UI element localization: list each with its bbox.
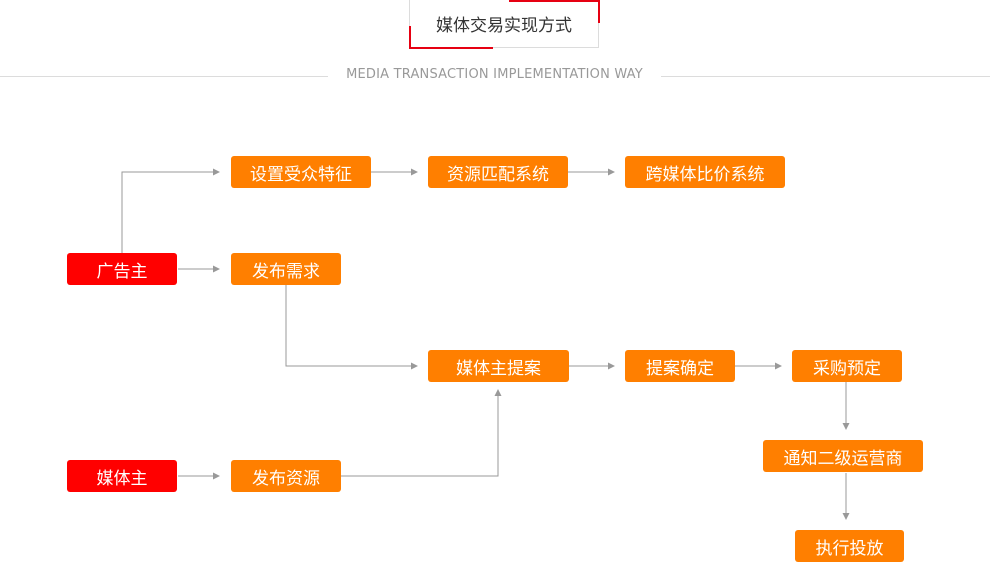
node-set-audience: 设置受众特征 <box>231 156 371 188</box>
page-title: 媒体交易实现方式 <box>409 0 599 48</box>
node-set-audience-label: 设置受众特征 <box>250 164 352 185</box>
node-advertiser-label: 广告主 <box>96 261 148 282</box>
node-media-owner-label: 媒体主 <box>96 468 148 489</box>
node-proposal-confirm: 提案确定 <box>625 350 735 382</box>
node-cross-media-pricing: 跨媒体比价系统 <box>625 156 785 188</box>
node-execute-delivery: 执行投放 <box>795 530 904 562</box>
connector-publish-demand-to-proposal <box>285 285 418 370</box>
divider-left <box>0 76 328 77</box>
node-advertiser: 广告主 <box>67 253 177 285</box>
page-subtitle: MEDIA TRANSACTION IMPLEMENTATION WAY <box>346 67 643 82</box>
node-resource-matching: 资源匹配系统 <box>428 156 568 188</box>
node-cross-media-pricing-label: 跨媒体比价系统 <box>645 164 765 185</box>
node-purchase-booking: 采购预定 <box>792 350 902 382</box>
connector-advertiser-to-set-audience <box>121 168 220 253</box>
node-media-owner: 媒体主 <box>67 460 177 492</box>
node-publish-resource-label: 发布资源 <box>252 468 320 489</box>
node-resource-matching-label: 资源匹配系统 <box>447 164 549 185</box>
connector-publish-resource-to-proposal <box>341 389 502 477</box>
node-publish-resource: 发布资源 <box>231 460 341 492</box>
node-proposal-confirm-label: 提案确定 <box>646 358 714 379</box>
node-notify-operator-label: 通知二级运营商 <box>783 448 903 469</box>
divider-right <box>661 76 990 77</box>
node-purchase-booking-label: 采购预定 <box>813 358 881 379</box>
page-title-text: 媒体交易实现方式 <box>436 16 572 36</box>
node-execute-delivery-label: 执行投放 <box>815 538 884 559</box>
node-publish-demand: 发布需求 <box>231 253 341 285</box>
node-publish-demand-label: 发布需求 <box>252 261 320 282</box>
node-media-proposal: 媒体主提案 <box>428 350 569 382</box>
node-media-proposal-label: 媒体主提案 <box>456 358 541 379</box>
node-notify-operator: 通知二级运营商 <box>763 440 923 472</box>
